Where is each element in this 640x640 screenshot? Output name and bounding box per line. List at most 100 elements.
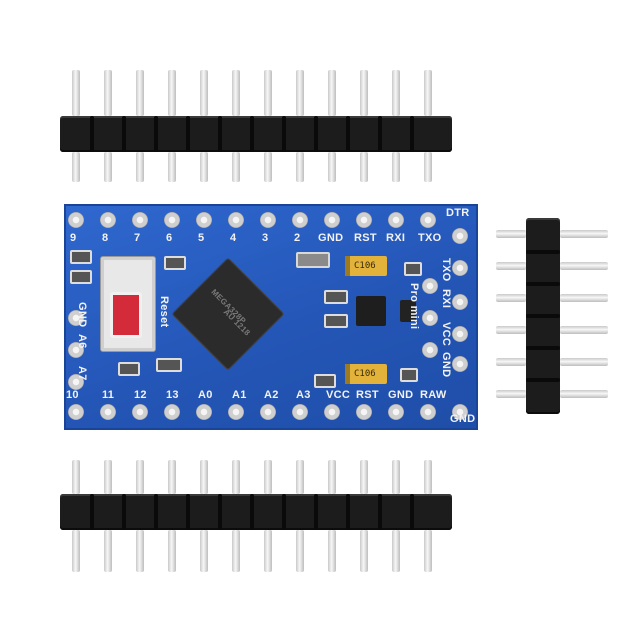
header-pin (200, 152, 208, 182)
top-pin-label: 5 (198, 232, 205, 244)
header-pin (360, 152, 368, 182)
header-segment-divider (282, 494, 286, 530)
solder-pad (388, 404, 404, 420)
header-pin (496, 262, 526, 270)
solder-pad (68, 310, 84, 326)
header-pin (136, 460, 144, 494)
header-pin (360, 460, 368, 494)
solder-pad (100, 404, 116, 420)
solder-pad (356, 212, 372, 228)
header-pin (560, 326, 608, 334)
solder-pad (422, 342, 438, 358)
reset-button (110, 292, 142, 338)
header-pin (296, 460, 304, 494)
smd-component (314, 374, 336, 388)
header-pin (560, 358, 608, 366)
microcontroller-chip: MEGA328P AU 1218 (171, 257, 285, 371)
header-segment-divider (122, 494, 126, 530)
header-pin (424, 152, 432, 182)
header-pin (72, 530, 80, 572)
header-pin (296, 152, 304, 182)
solder-pad (452, 294, 468, 310)
header-pin (264, 460, 272, 494)
header-pin (264, 152, 272, 182)
solder-pad (228, 404, 244, 420)
side-pin-label: GND (440, 352, 452, 378)
top-pin-label: RXI (386, 232, 406, 244)
reset-label: Reset (158, 296, 170, 328)
top-pin-label: RST (354, 232, 377, 244)
header-pin (136, 152, 144, 182)
solder-pad (452, 228, 468, 244)
header-segment-divider (410, 116, 414, 152)
header-pin (496, 390, 526, 398)
header-pin (560, 230, 608, 238)
bottom-pin-label: 10 (66, 389, 79, 401)
header-pin (392, 530, 400, 572)
header-pin (168, 152, 176, 182)
header-pin (424, 460, 432, 494)
header-pin (424, 70, 432, 116)
header-segment-divider (218, 494, 222, 530)
solder-pad (228, 212, 244, 228)
bottom-pin-label: RAW (420, 389, 447, 401)
solder-pad (452, 356, 468, 372)
top-pin-label: 6 (166, 232, 173, 244)
solder-pad (260, 404, 276, 420)
header-segment-divider (186, 116, 190, 152)
smd-component (296, 252, 330, 268)
header-pin (424, 530, 432, 572)
header-pin (360, 530, 368, 572)
smd-component (156, 358, 182, 372)
header-pin (136, 70, 144, 116)
solder-pad (422, 310, 438, 326)
header-pin (496, 294, 526, 302)
solder-pad (100, 212, 116, 228)
smd-component (164, 256, 186, 270)
bottom-pin-label: A0 (198, 389, 213, 401)
header-segment-divider (90, 494, 94, 530)
top-pin-label: 2 (294, 232, 301, 244)
tantalum-capacitor-top: C106 (345, 256, 387, 276)
header-segment-divider (122, 116, 126, 152)
solder-pad (68, 404, 84, 420)
side-pin-label: VCC (440, 322, 452, 347)
header-pin (104, 70, 112, 116)
header-pin (168, 70, 176, 116)
solder-pad (292, 404, 308, 420)
header-pin (296, 70, 304, 116)
header-pin (104, 152, 112, 182)
header-pin (496, 230, 526, 238)
solder-pad (68, 212, 84, 228)
tantalum-capacitor-bottom: C106 (345, 364, 387, 384)
header-pin (360, 70, 368, 116)
bottom-pin-label: A3 (296, 389, 311, 401)
header-pin (496, 358, 526, 366)
bottom-pin-label: A2 (264, 389, 279, 401)
bottom-pin-label: 13 (166, 389, 179, 401)
bottom-pin-label: GND (388, 389, 414, 401)
solder-pad (292, 212, 308, 228)
header-pin (168, 530, 176, 572)
top-pin-label: 8 (102, 232, 109, 244)
solder-pad (324, 212, 340, 228)
header-pin (560, 390, 608, 398)
top-pin-label: 4 (230, 232, 237, 244)
header-segment-divider (378, 494, 382, 530)
header-segment-divider (526, 314, 560, 318)
smd-component (70, 270, 92, 284)
header-pin (264, 530, 272, 572)
header-segment-divider (378, 116, 382, 152)
solder-pad (164, 404, 180, 420)
header-pin (392, 152, 400, 182)
header-segment-divider (314, 494, 318, 530)
solder-pad (452, 326, 468, 342)
header-segment-divider (250, 494, 254, 530)
header-pin (496, 326, 526, 334)
left-pin-label: GND (76, 302, 88, 328)
solder-pad (452, 260, 468, 276)
header-segment-divider (218, 116, 222, 152)
solder-pad (452, 404, 468, 420)
header-pin (328, 460, 336, 494)
smd-component (404, 262, 422, 276)
